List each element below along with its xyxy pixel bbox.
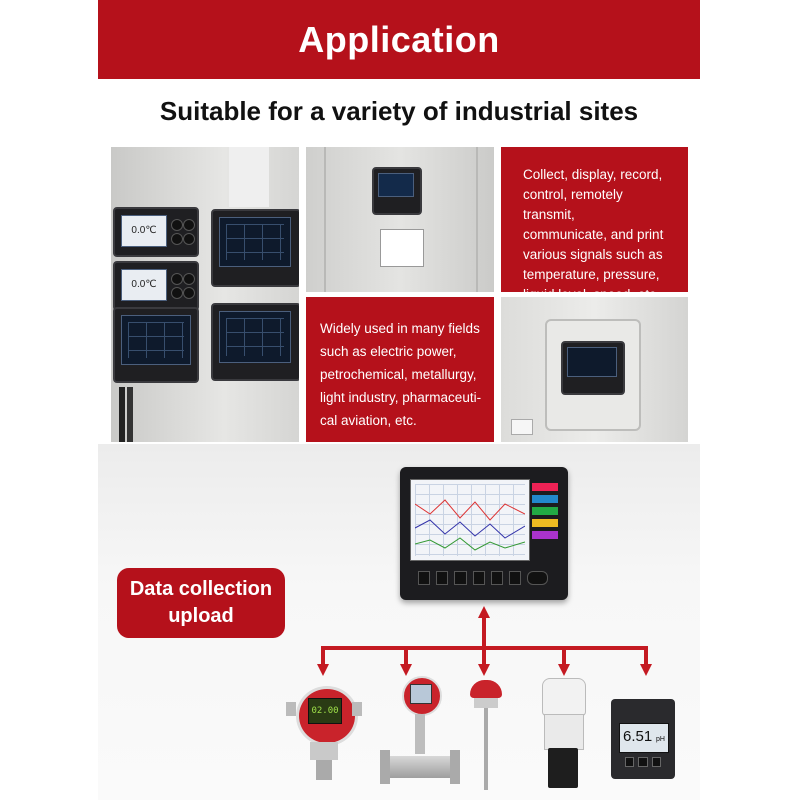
connector-drop xyxy=(644,646,648,666)
arrow-up-icon xyxy=(478,606,490,618)
pressure-transmitter: 02.00 xyxy=(286,682,362,792)
fields-line: Widely used in many fields xyxy=(320,321,480,336)
arrow-down-icon xyxy=(400,664,412,676)
ph-meter: 6.51 pH xyxy=(611,699,675,779)
connector-drop xyxy=(562,646,566,666)
ph-value: 6.51 xyxy=(623,728,653,745)
photo-cabinet-controller xyxy=(306,147,494,292)
fields-line: petrochemical, metallurgy, xyxy=(320,367,477,382)
arrow-down-icon xyxy=(478,664,490,676)
fields-description-box: Widely used in many fields such as elect… xyxy=(306,297,494,442)
wall-pipe xyxy=(229,147,269,207)
paperless-recorder-main xyxy=(400,467,568,600)
photo-enclosure-controller xyxy=(501,297,688,442)
touch-controller xyxy=(372,167,422,215)
collect-line: control, remotely transmit, xyxy=(523,187,623,222)
ph-unit: pH xyxy=(656,736,665,743)
paperless-recorder xyxy=(211,209,299,287)
recorder-keys xyxy=(418,571,549,585)
connector-drop xyxy=(404,646,408,666)
cable xyxy=(127,387,133,442)
collect-line: Collect, display, record, xyxy=(523,167,663,182)
ultrasonic-level-meter xyxy=(538,678,588,792)
upload-line-1: Data collection xyxy=(129,578,273,600)
wall-switch xyxy=(511,419,533,435)
paperless-recorder xyxy=(113,307,199,383)
collect-line: various signals such as xyxy=(523,247,663,262)
connector-bus xyxy=(321,646,648,650)
fields-line: light industry, pharmaceuti- xyxy=(320,390,482,405)
fields-line: cal aviation, etc. xyxy=(320,413,417,428)
cable xyxy=(119,387,125,442)
data-collection-upload-label: Data collection upload xyxy=(117,568,285,638)
arrow-down-icon xyxy=(640,664,652,676)
header-banner: Application xyxy=(98,0,700,79)
collect-description-box: Collect, display, record, control, remot… xyxy=(501,147,688,302)
paperless-recorder xyxy=(211,303,299,381)
fields-line: such as electric power, xyxy=(320,344,457,359)
recorder-screen xyxy=(410,479,530,561)
arrow-down-icon xyxy=(558,664,570,676)
arrow-down-icon xyxy=(317,664,329,676)
small-controller: 0.0℃ xyxy=(113,207,199,257)
vortex-flowmeter xyxy=(380,676,460,792)
cabinet-door xyxy=(324,147,478,292)
connector-drop xyxy=(321,646,325,666)
small-controller: 0.0℃ xyxy=(113,261,199,311)
label-sheet xyxy=(380,229,424,267)
page-title: Application xyxy=(298,18,500,60)
channel-values xyxy=(532,483,558,557)
temperature-sensor xyxy=(466,678,506,792)
collect-line: temperature, pressure, xyxy=(523,267,660,282)
upload-line-2: upload xyxy=(168,605,234,627)
collect-line: communicate, and print xyxy=(523,227,664,242)
trend-curves xyxy=(415,499,525,551)
connector-line xyxy=(482,616,486,672)
page-subtitle: Suitable for a variety of industrial sit… xyxy=(159,96,639,126)
ph-display: 6.51 pH xyxy=(619,723,669,753)
photo-recorder-wall: 0.0℃ 0.0℃ xyxy=(111,147,299,442)
dual-display-controller xyxy=(561,341,625,395)
transmitter-display: 02.00 xyxy=(308,698,342,724)
